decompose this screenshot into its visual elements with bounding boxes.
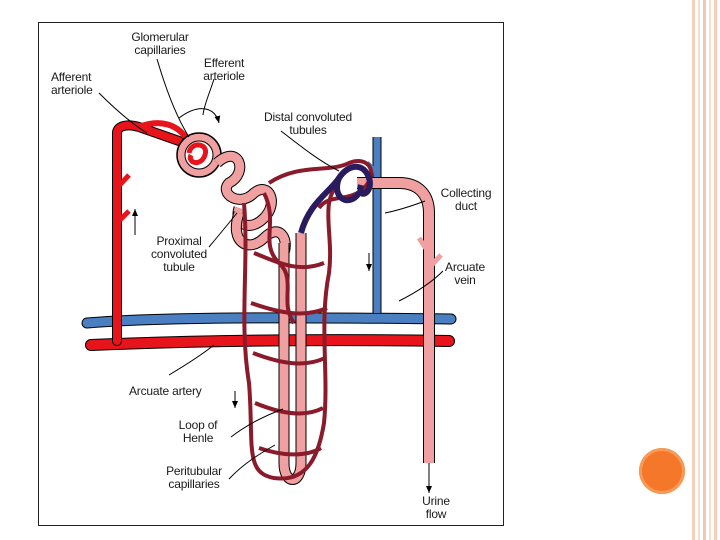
label-urine-flow: Urine flow (422, 494, 450, 521)
decorative-stripe (703, 0, 706, 540)
decorative-stripe (714, 0, 717, 540)
decorative-circle (639, 448, 685, 494)
glomerulus (176, 108, 222, 178)
nephron-figure: Glomerular capillaries Efferent arteriol… (38, 22, 504, 526)
label-arcuate-vein: Arcuate vein (445, 260, 485, 287)
distal-convoluted-tubule (298, 163, 373, 234)
arcuate-artery-vessel (85, 120, 455, 351)
decorative-stripe (698, 0, 700, 540)
collecting-duct-tube (357, 177, 443, 463)
label-proximal-convoluted-tubule: Proximal convoluted tubule (150, 234, 208, 274)
leader-lines (98, 58, 444, 480)
flow-arrows (132, 209, 432, 493)
label-peritubular-capillaries: Peritubular capillaries (166, 464, 222, 491)
proximal-convoluted-tubule (213, 150, 291, 255)
label-loop-of-henle: Loop of Henle (178, 418, 218, 445)
label-afferent-arteriole: Afferent arteriole (51, 70, 93, 97)
label-arcuate-artery: Arcuate artery (129, 384, 202, 398)
loop-of-henle (278, 233, 307, 485)
decorative-stripe (709, 0, 711, 540)
label-distal-convoluted-tubules: Distal convoluted tubules (264, 110, 352, 137)
label-collecting-duct: Collecting duct (440, 186, 492, 213)
decorative-stripe (692, 0, 695, 540)
label-glomerular-capillaries: Glomerular capillaries (131, 30, 189, 57)
label-efferent-arteriole: Efferent arteriole (203, 56, 245, 83)
nephron-diagram (81, 58, 457, 493)
